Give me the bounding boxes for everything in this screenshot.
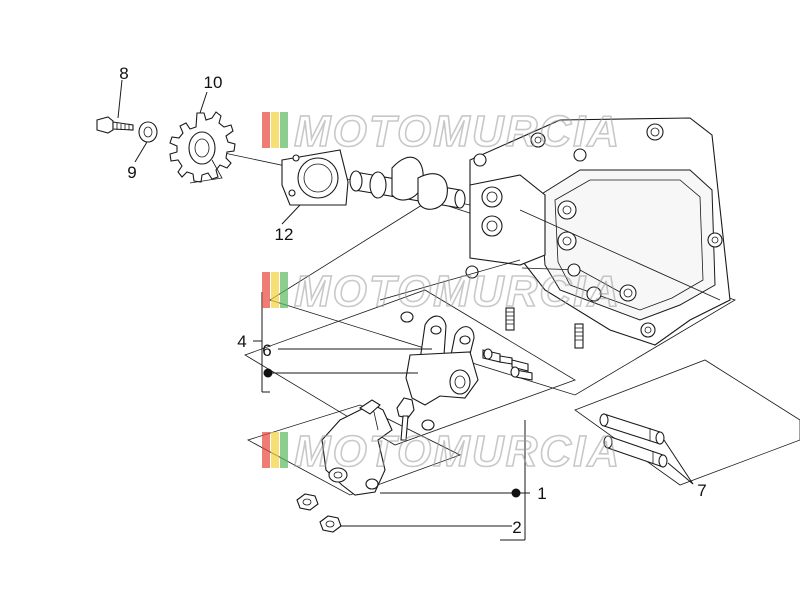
- washer-part-9: [138, 121, 158, 143]
- camshaft: [349, 156, 466, 210]
- callout-2: 2: [512, 518, 521, 537]
- callout-9: 9: [127, 163, 136, 182]
- callout-6: 6: [262, 341, 271, 360]
- bolt-part-8: [96, 116, 134, 134]
- callout-8: 8: [119, 64, 128, 83]
- head-studs: [505, 307, 584, 349]
- bullet-marker: [263, 368, 273, 378]
- watermark-3: MOTOMURCIA: [262, 426, 621, 477]
- watermark-2: MOTOMURCIA: [262, 266, 621, 317]
- callout-10: 10: [204, 73, 223, 92]
- watermark-text: MOTOMURCIA: [294, 267, 621, 316]
- watermark-text: MOTOMURCIA: [294, 107, 621, 156]
- callout-4: 4: [237, 332, 246, 351]
- watermark-logo-icon: [262, 272, 288, 308]
- callout-12: 12: [275, 225, 294, 244]
- pins-part-7: [599, 413, 668, 468]
- leader-lines: [117, 79, 721, 541]
- camshaft-assembly: [209, 149, 471, 210]
- cylinder-head: [465, 117, 731, 349]
- watermark-text: MOTOMURCIA: [294, 427, 621, 476]
- watermark-logo-icon: [262, 432, 288, 468]
- bullet-marker: [511, 488, 521, 498]
- watermark-logo-icon: [262, 112, 288, 148]
- lower-bracket-assembly: [296, 397, 435, 533]
- watermark-1: MOTOMURCIA: [262, 106, 621, 157]
- nuts-part-2: [296, 493, 342, 533]
- callout-1: 1: [537, 484, 546, 503]
- sprocket-part-10: [169, 111, 236, 184]
- callout-7: 7: [697, 481, 706, 500]
